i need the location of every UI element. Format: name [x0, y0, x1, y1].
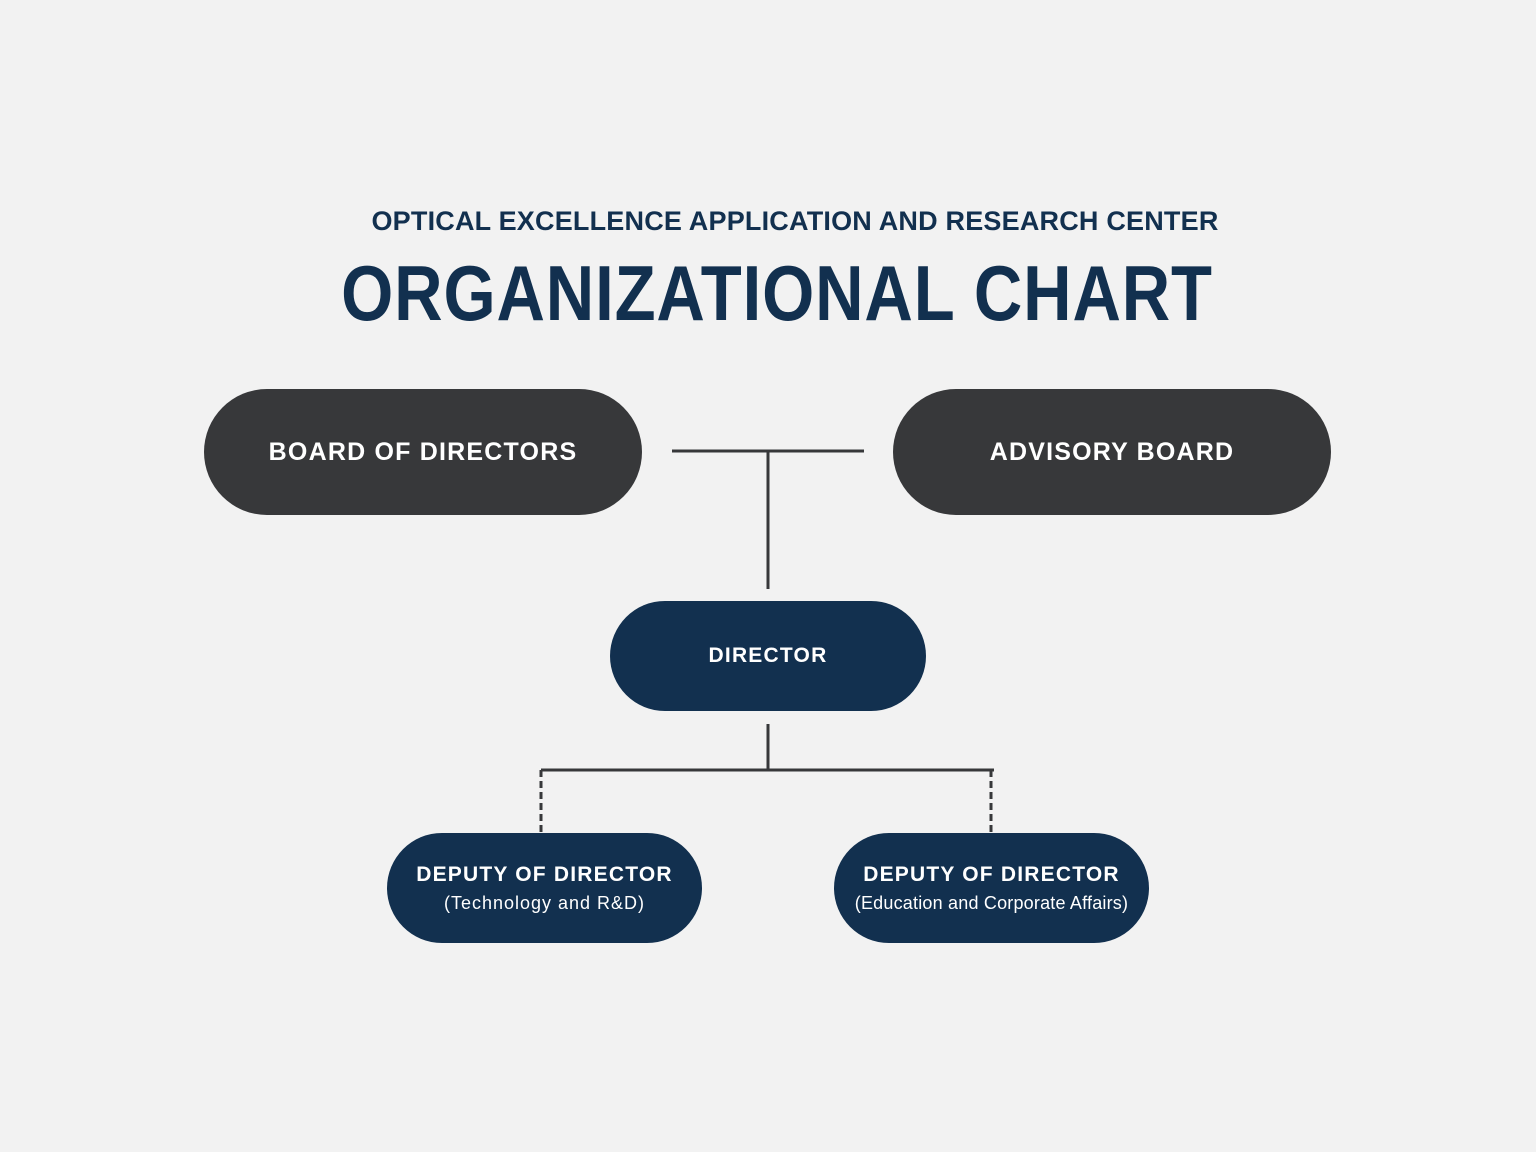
deputy-edu-label: DEPUTY OF DIRECTOR — [863, 862, 1120, 886]
deputy-tech-node: DEPUTY OF DIRECTOR (Technology and R&D) — [387, 833, 702, 943]
deputy-tech-label: DEPUTY OF DIRECTOR — [416, 862, 673, 886]
deputy-edu-sublabel: (Education and Corporate Affairs) — [854, 892, 1129, 913]
director-node: DIRECTOR — [610, 601, 926, 711]
director-label: DIRECTOR — [708, 644, 828, 667]
advisory-board-label: ADVISORY BOARD — [989, 437, 1235, 466]
chart-title: ORGANIZATIONAL CHART — [341, 249, 1213, 337]
deputy-tech-sublabel: (Technology and R&D) — [443, 892, 646, 913]
board-of-directors-node: BOARD OF DIRECTORS — [204, 389, 642, 515]
advisory-board-node: ADVISORY BOARD — [893, 389, 1331, 515]
deputy-edu-node: DEPUTY OF DIRECTOR (Education and Corpor… — [834, 833, 1149, 943]
board-of-directors-label: BOARD OF DIRECTORS — [268, 437, 578, 466]
chart-subtitle: OPTICAL EXCELLENCE APPLICATION AND RESEA… — [371, 206, 1219, 236]
